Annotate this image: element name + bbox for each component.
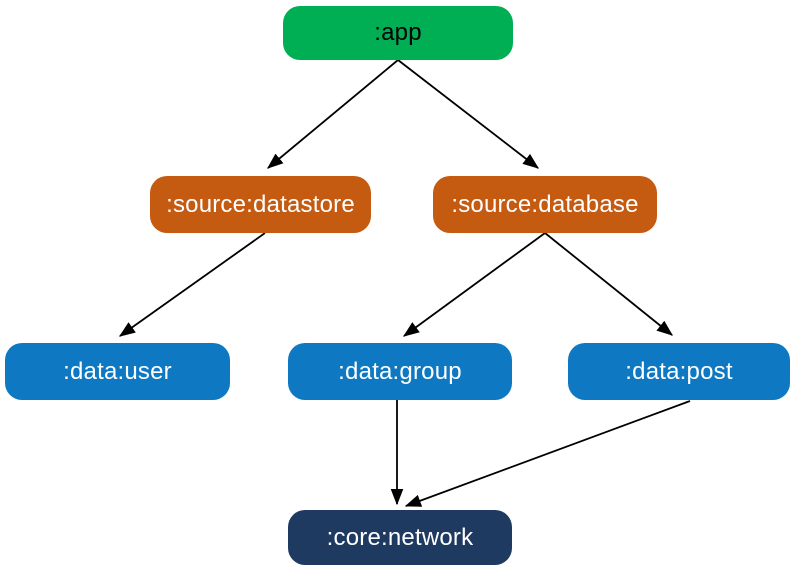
node-data-post: :data:post: [568, 343, 790, 400]
node-label: :core:network: [326, 523, 474, 551]
edge-app-to-source-datastore: [267, 59, 399, 169]
node-label: :source:database: [451, 190, 639, 218]
node-data-group: :data:group: [288, 343, 512, 400]
node-source-database: :source:database: [433, 176, 657, 233]
node-core-network: :core:network: [288, 510, 512, 565]
node-label: :app: [374, 19, 422, 46]
node-label: :source:datastore: [166, 190, 355, 218]
edge-source-datastore-to-data-user: [118, 232, 266, 337]
node-label: :data:user: [63, 357, 172, 385]
edge-source-database-to-data-post: [544, 232, 673, 336]
edge-source-database-to-data-group: [402, 232, 546, 337]
edge-app-to-source-database: [397, 59, 539, 169]
node-label: :data:post: [625, 357, 733, 385]
edge-data-post-to-core-network: [404, 400, 691, 507]
node-source-datastore: :source:datastore: [150, 176, 371, 233]
node-label: :data:group: [338, 357, 462, 385]
node-app: :app: [283, 6, 513, 60]
node-data-user: :data:user: [5, 343, 230, 400]
